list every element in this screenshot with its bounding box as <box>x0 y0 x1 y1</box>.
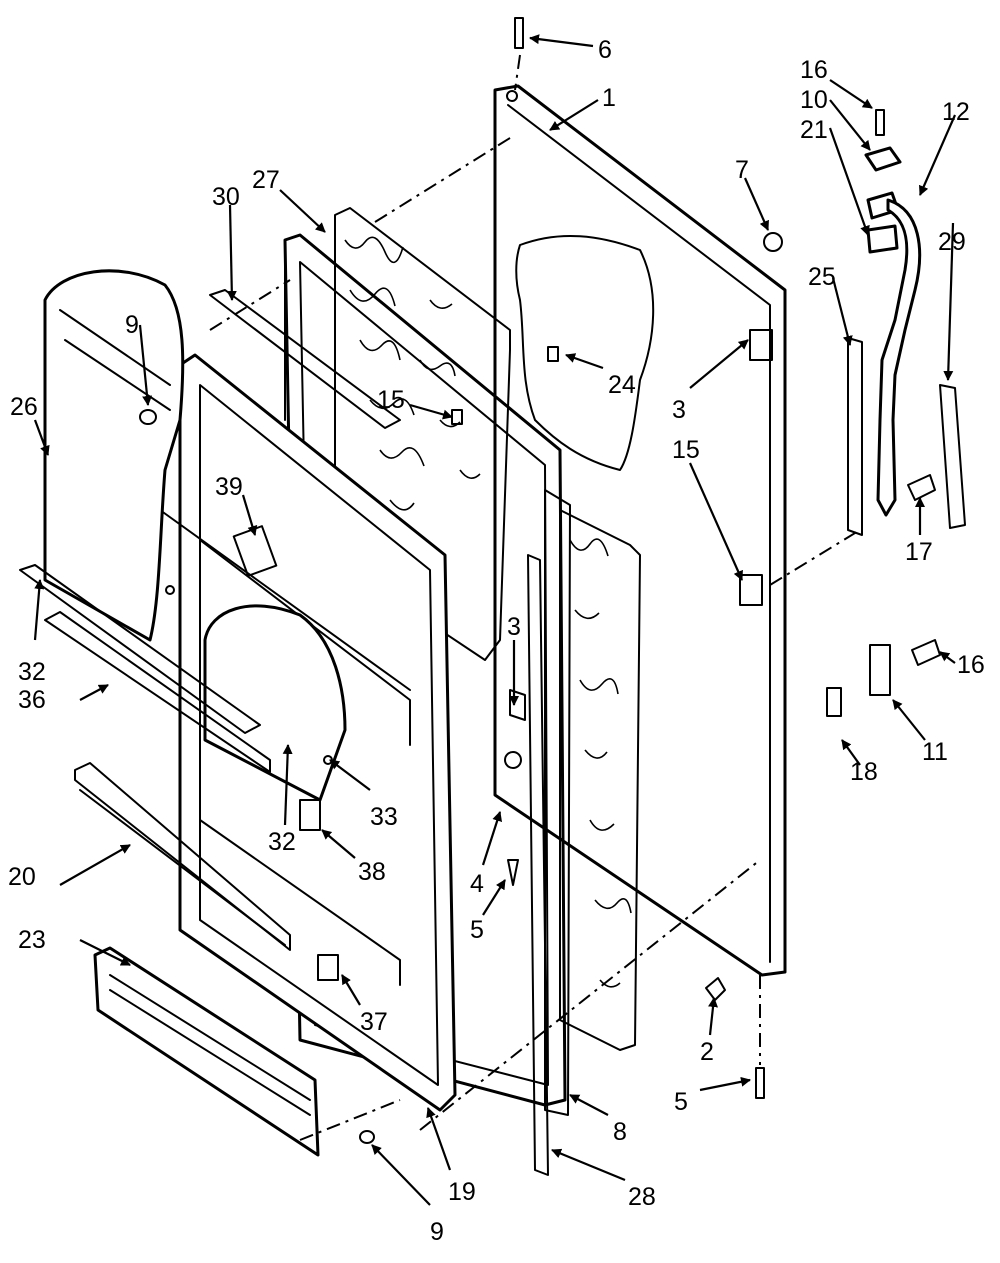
callout-label: 9 <box>125 311 139 339</box>
callout-label: 16 <box>800 56 828 84</box>
callout-label: 1 <box>602 84 616 112</box>
callout-label: 15 <box>377 386 405 414</box>
leader-arrows <box>33 34 957 1206</box>
callout-label: 5 <box>674 1088 688 1116</box>
callout-label: 6 <box>598 36 612 64</box>
callout-label: 27 <box>252 166 280 194</box>
callout-label: 8 <box>613 1118 627 1146</box>
callout-label: 5 <box>470 916 484 944</box>
callout-label: 21 <box>800 116 828 144</box>
callout-label: 24 <box>608 371 636 399</box>
alignment-lines <box>209 54 861 1141</box>
callout-label: 38 <box>358 858 386 886</box>
callout-label: 26 <box>10 393 38 421</box>
callout-label: 3 <box>507 613 521 641</box>
callout-label: 16 <box>957 651 985 679</box>
callout-label: 10 <box>800 86 828 114</box>
callout-label: 9 <box>430 1218 444 1246</box>
callout-label: 29 <box>938 228 966 256</box>
callout-label: 7 <box>735 156 749 184</box>
outer-door-panel <box>493 84 787 977</box>
callout-label: 23 <box>18 926 46 954</box>
callout-labels: 6 1 7 3 15 24 15 3 4 5 2 5 8 28 19 9 23 … <box>8 36 985 1246</box>
callout-label: 11 <box>922 738 948 766</box>
dairy-door-cover-26 <box>43 269 185 642</box>
callout-label: 4 <box>470 870 484 898</box>
callout-label: 25 <box>808 263 836 291</box>
callout-label: 2 <box>700 1038 714 1066</box>
callout-label: 36 <box>18 686 46 714</box>
callout-label: 30 <box>212 183 240 211</box>
callout-label: 28 <box>628 1183 656 1211</box>
callout-label: 17 <box>905 538 933 566</box>
callout-label: 20 <box>8 863 36 891</box>
callout-label: 15 <box>672 436 700 464</box>
callout-label: 32 <box>18 658 46 686</box>
callout-label: 33 <box>370 803 398 831</box>
callout-label: 18 <box>850 758 878 786</box>
door-seal-strips <box>527 489 571 1176</box>
callout-label: 37 <box>360 1008 388 1036</box>
callout-label: 19 <box>448 1178 476 1206</box>
small-parts <box>139 17 783 1144</box>
callout-label: 12 <box>942 98 970 126</box>
door-handle-assembly <box>826 109 966 717</box>
callout-label: 32 <box>268 828 296 856</box>
callout-label: 39 <box>215 473 243 501</box>
shelf-retainers <box>19 289 401 1157</box>
callout-label: 3 <box>672 396 686 424</box>
